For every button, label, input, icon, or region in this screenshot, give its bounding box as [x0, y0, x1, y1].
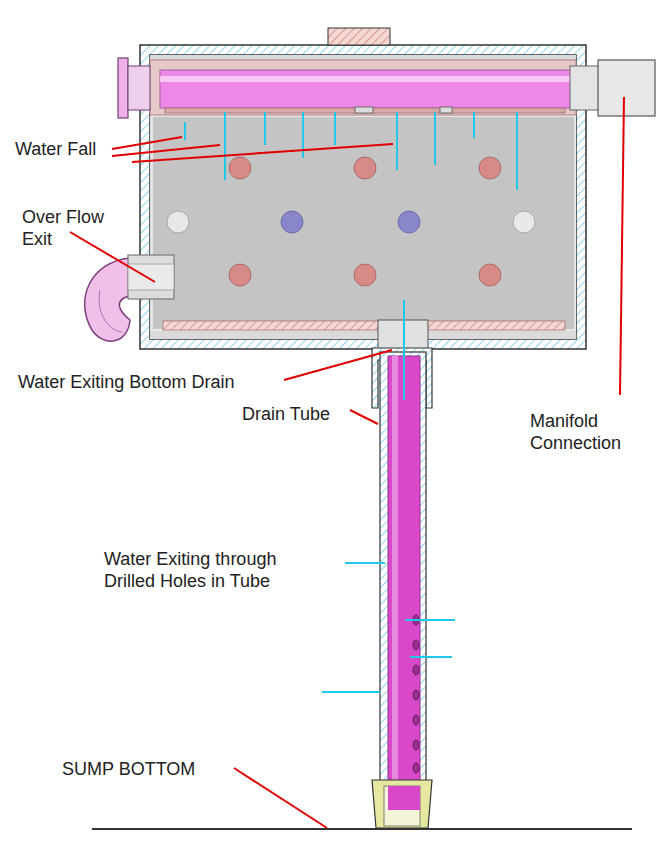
part-label: Water Fall	[15, 138, 96, 160]
part-label: Water Exiting through Drilled Holes in T…	[104, 548, 304, 592]
part-label: Manifold Connection	[530, 410, 640, 454]
part-label: Water Exiting Bottom Drain	[18, 371, 234, 393]
part-label: Over Flow Exit	[22, 206, 122, 250]
part-label: Drain Tube	[242, 403, 330, 425]
part-label: SUMP BOTTOM	[62, 758, 195, 780]
